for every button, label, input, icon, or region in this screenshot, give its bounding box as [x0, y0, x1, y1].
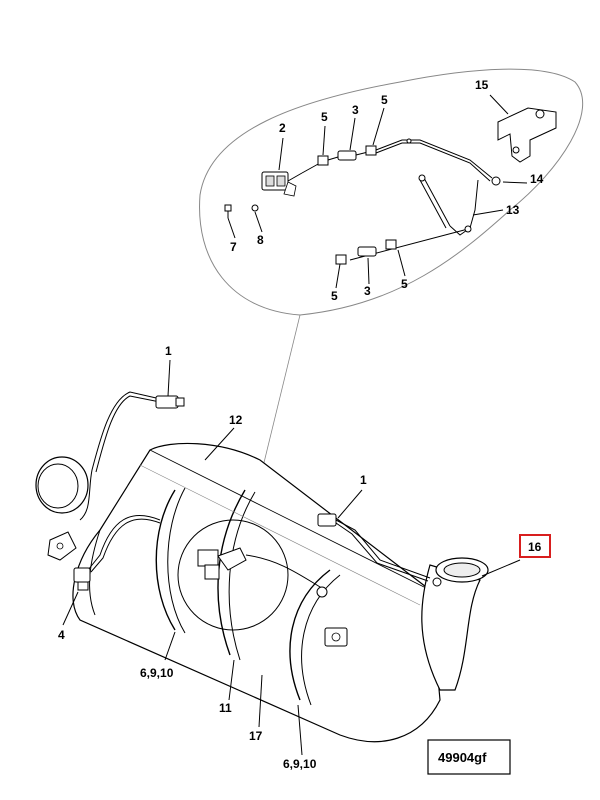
hose-assembly-lower: [335, 174, 479, 265]
callout-6-9-10-left: 6,9,10: [140, 666, 174, 680]
band-clamp-left: [155, 489, 176, 631]
detail-bubble-outline: [199, 68, 584, 316]
callout-5-top-b: 5: [381, 93, 388, 107]
inlet-flange: [35, 456, 89, 561]
callout-5-top-a: 5: [321, 110, 328, 124]
band-clamp-right: [289, 569, 331, 701]
callout-16-highlight-box: [519, 534, 551, 558]
canister-body: [72, 442, 441, 743]
canister-plate: [324, 627, 348, 647]
reference-code: 49904gf: [438, 750, 487, 765]
lower-left-sensor: [73, 515, 161, 591]
temp-sensor-wire-middle: [317, 513, 431, 582]
callout-17: 17: [249, 729, 263, 743]
callout-13: 13: [506, 203, 520, 217]
callout-11: 11: [219, 701, 232, 715]
callout-6-9-10-bottom: 6,9,10: [283, 757, 317, 771]
callout-16: 16: [528, 540, 542, 554]
temp-sensor-wire-upper: [79, 391, 185, 521]
leader-lines: [62, 94, 528, 756]
callout-15: 15: [475, 78, 489, 92]
callout-5-bottom-a: 5: [331, 289, 338, 303]
callout-2: 2: [279, 121, 286, 135]
callout-7: 7: [230, 240, 237, 254]
callout-1-top: 1: [165, 344, 172, 358]
callout-4: 4: [58, 628, 65, 642]
callout-8: 8: [257, 233, 264, 247]
callout-14: 14: [530, 172, 544, 186]
callouts: 2 5 3 5 15 14 13 7 8 5 3 5 1 12 1 4 6,9,…: [58, 78, 551, 771]
callout-3-bottom: 3: [364, 284, 371, 298]
pressure-sensor-detail: [261, 171, 303, 197]
reference-code-box: 49904gf: [427, 739, 511, 775]
callout-5-bottom-b: 5: [401, 277, 408, 291]
screw-and-washer: [224, 204, 259, 218]
callout-12: 12: [229, 413, 243, 427]
canister-sensor-cluster: [177, 519, 328, 631]
outlet-pipe: [421, 557, 489, 691]
hose-assembly-upper: [301, 138, 501, 186]
dpf-canister: [72, 442, 441, 743]
callout-3-top: 3: [352, 103, 359, 117]
callout-1-middle: 1: [360, 473, 367, 487]
mounting-bracket: [497, 107, 557, 163]
